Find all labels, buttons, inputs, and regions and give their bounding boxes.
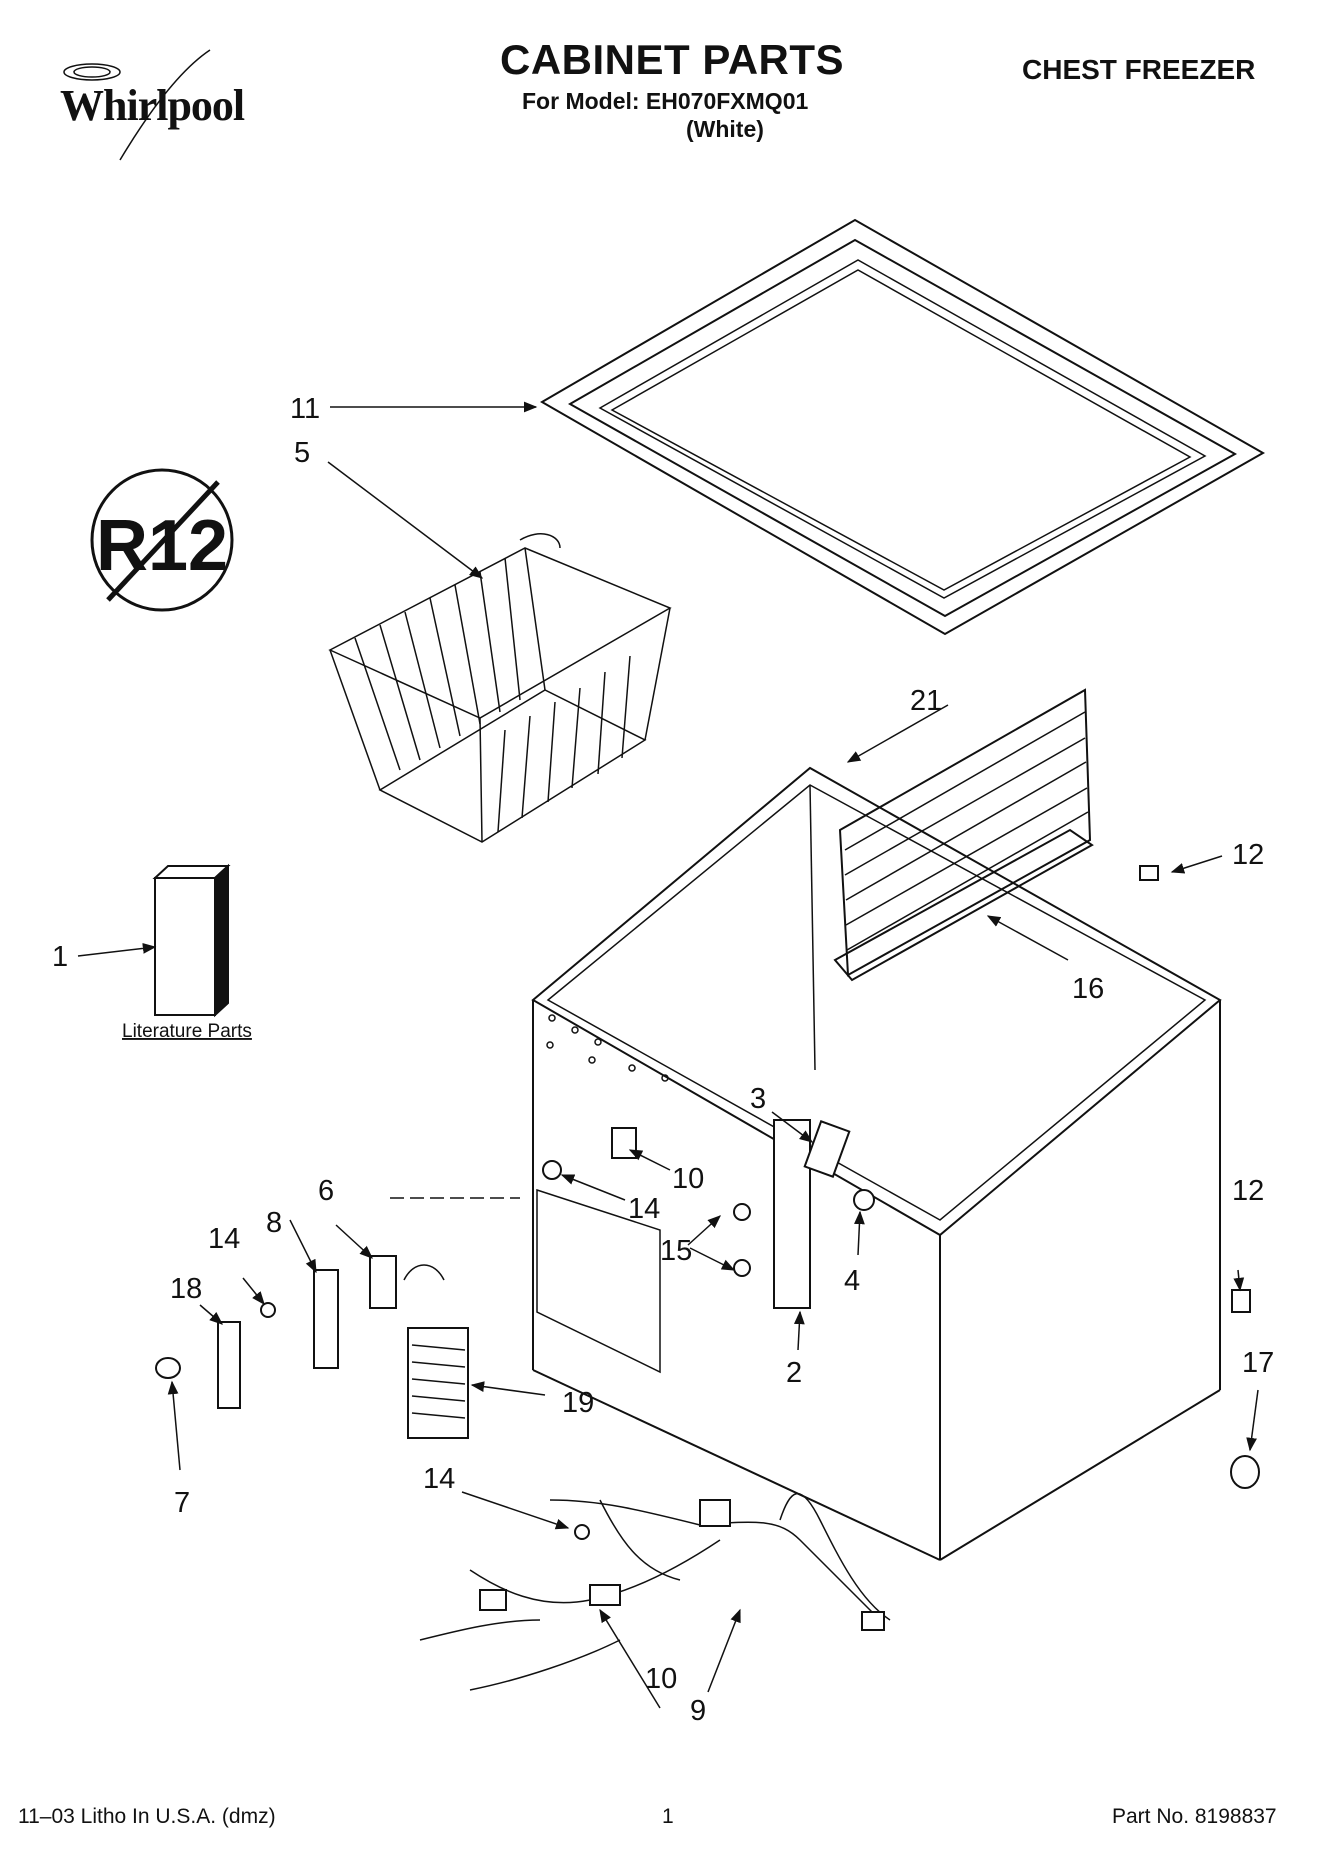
- no-r12-badge: R12: [90, 468, 234, 612]
- hinge-assembly: [733, 1119, 875, 1309]
- callout-9: 9: [690, 1695, 706, 1727]
- lid-gasket: [540, 218, 1266, 636]
- leader-arrows: [77, 401, 1259, 1709]
- callout-14b: 14: [208, 1223, 240, 1255]
- footer-part-number: Part No. 8198837: [1112, 1805, 1277, 1828]
- literature-packet: [152, 863, 231, 1018]
- callout-14c: 14: [423, 1463, 455, 1495]
- callout-16: 16: [1072, 973, 1104, 1005]
- small-parts: [155, 865, 1260, 1489]
- callout-14a: 14: [628, 1193, 660, 1225]
- callout-7: 7: [174, 1487, 190, 1519]
- whirlpool-swirl-icon: [63, 49, 211, 161]
- r12-text: R12: [96, 506, 228, 586]
- callout-1: 1: [52, 941, 68, 973]
- divider-panel: [833, 688, 1094, 982]
- page-title: CABINET PARTS: [500, 36, 845, 83]
- callout-6: 6: [318, 1175, 334, 1207]
- callout-21: 21: [910, 685, 942, 717]
- callout-4: 4: [844, 1265, 860, 1297]
- model-line: For Model: EH070FXMQ01: [522, 88, 809, 114]
- footer-print-info: 11–03 Litho In U.S.A. (dmz): [18, 1805, 276, 1828]
- callout-5: 5: [294, 437, 310, 469]
- callout-10b: 10: [645, 1663, 677, 1695]
- callout-17: 17: [1242, 1347, 1274, 1379]
- product-category: CHEST FREEZER: [1022, 54, 1256, 85]
- callout-15: 15: [660, 1235, 692, 1267]
- callout-8: 8: [266, 1207, 282, 1239]
- callout-12b: 12: [1232, 1175, 1264, 1207]
- callout-12a: 12: [1232, 839, 1264, 871]
- callout-2: 2: [786, 1357, 802, 1389]
- callout-10a: 10: [672, 1163, 704, 1195]
- callout-11: 11: [290, 393, 320, 425]
- footer-page-number: 1: [662, 1805, 674, 1828]
- callout-18: 18: [170, 1273, 202, 1305]
- callout-19: 19: [562, 1387, 594, 1419]
- freezer-cabinet: [531, 766, 1222, 1561]
- callout-3: 3: [750, 1083, 766, 1115]
- whirlpool-logo: Whirlpool: [60, 81, 245, 130]
- wire-basket: [328, 533, 672, 843]
- wiring-harness: [419, 1493, 891, 1691]
- literature-parts-label: Literature Parts: [122, 1021, 252, 1042]
- color-line: (White): [686, 116, 764, 142]
